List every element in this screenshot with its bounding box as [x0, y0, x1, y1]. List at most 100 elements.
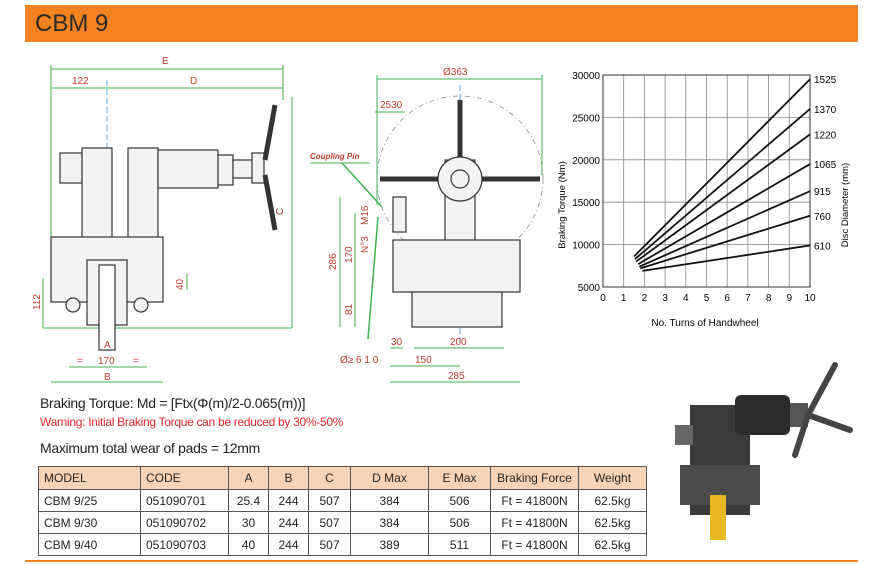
series-line-1525 [633, 78, 811, 258]
y-tick-label: 30000 [572, 71, 600, 82]
col-model: MODEL [38, 466, 141, 490]
dim-dia-363: Ø363 [443, 67, 468, 78]
table-cell: 506 [428, 511, 491, 534]
table-cell: 507 [308, 511, 351, 534]
x-tick-label: 1 [621, 293, 627, 304]
table-cell: 62.5kg [578, 511, 647, 534]
table-cell: CBM 9/30 [38, 511, 141, 534]
x-tick-label: 9 [787, 293, 793, 304]
dim-30: 30 [391, 337, 403, 348]
series-line-760 [639, 214, 811, 270]
table-cell: 051090702 [140, 511, 229, 534]
table-cell: 30 [228, 511, 269, 534]
col-dmax: D Max [350, 466, 429, 490]
x-tick-label: 8 [766, 293, 772, 304]
dim-eq-right: = [133, 356, 139, 367]
x-tick-label: 2 [642, 293, 648, 304]
dim-A: A [104, 340, 111, 351]
x-tick-label: 5 [704, 293, 710, 304]
table-cell: Ft = 41800N [490, 511, 579, 534]
series-line-1220 [635, 133, 811, 263]
dim-D: D [190, 76, 197, 87]
x-tick-label: 6 [724, 293, 730, 304]
col-code: CODE [140, 466, 229, 490]
table-cell: CBM 9/40 [38, 533, 141, 556]
braking-torque-formula: Braking Torque: Md = [Ftx(Φ(m)/2-0.065(m… [40, 395, 306, 411]
col-a: A [228, 466, 269, 490]
table-cell: 511 [428, 533, 491, 556]
y-tick-label: 10000 [572, 241, 600, 252]
col-emax: E Max [428, 466, 491, 490]
table-cell: Ft = 41800N [490, 489, 579, 512]
y-tick-label: 20000 [572, 156, 600, 167]
footer-rule [25, 560, 858, 562]
x-tick-label: 4 [683, 293, 689, 304]
table-cell: 40 [228, 533, 269, 556]
x-tick-label: 3 [662, 293, 668, 304]
x-axis-label: No. Turns of Handwheel [651, 318, 758, 329]
series-label: 1220 [814, 130, 837, 141]
series-line-915 [638, 190, 811, 268]
chart-grid [602, 74, 811, 288]
series-label: 760 [814, 212, 831, 223]
table-cell: 62.5kg [578, 489, 647, 512]
title-bar: CBM 9 [25, 5, 858, 42]
dim-B: B [104, 372, 111, 383]
series-label: 1525 [814, 75, 837, 86]
pad-wear-note: Maximum total wear of pads = 12mm [40, 440, 261, 456]
col-c: C [308, 466, 351, 490]
table-cell: 507 [308, 489, 351, 512]
dim-285: 285 [448, 371, 465, 382]
table-cell: 62.5kg [578, 533, 647, 556]
dim-200: 200 [450, 337, 467, 348]
table-cell: 051090701 [140, 489, 229, 512]
coupling-pin-label: Coupling Pin [310, 152, 359, 161]
plot-frame [602, 74, 811, 288]
table-header-row: MODEL CODE A B C D Max E Max Braking For… [38, 466, 647, 490]
series-line-610 [642, 244, 811, 272]
disc-min-diameter: Ø≥ 6 1 0 [340, 355, 379, 366]
dim-286: 286 [328, 253, 339, 270]
table-cell: 244 [268, 511, 309, 534]
dim-C: C [275, 208, 286, 215]
dim-E: E [162, 56, 169, 67]
dim-112: 112 [32, 294, 43, 310]
table-cell: 244 [268, 489, 309, 512]
table-cell: 384 [350, 511, 429, 534]
label-n3: N°3 [360, 236, 371, 253]
y2-axis-label: Disc Diameter (mm) [840, 163, 851, 247]
y-tick-label: 15000 [572, 198, 600, 209]
page-title: CBM 9 [35, 10, 109, 37]
series-label: 1065 [814, 160, 837, 171]
series-label: 1370 [814, 105, 837, 116]
x-tick-label: 10 [804, 293, 816, 304]
dim-eq-left: = [77, 356, 83, 367]
table-cell: 506 [428, 489, 491, 512]
x-tick-label: 7 [745, 293, 751, 304]
specs-table: MODEL CODE A B C D Max E Max Braking For… [38, 466, 647, 556]
table-cell: 389 [350, 533, 429, 556]
dim-170: 170 [98, 356, 115, 367]
dim-170-front: 170 [344, 246, 355, 263]
table-cell: 244 [268, 533, 309, 556]
col-braking-force: Braking Force [490, 466, 579, 490]
table-cell: Ft = 41800N [490, 533, 579, 556]
table-cell: 507 [308, 533, 351, 556]
table-cell: CBM 9/25 [38, 489, 141, 512]
y-tick-label: 25000 [572, 113, 600, 124]
dim-81: 81 [344, 303, 355, 315]
warning-text: Warning: Initial Braking Torque can be r… [40, 415, 344, 429]
dim-122: 122 [72, 76, 89, 87]
col-b: B [268, 466, 309, 490]
series-line-1370 [634, 108, 811, 260]
table-cell: 384 [350, 489, 429, 512]
dim-40: 40 [175, 278, 186, 290]
y-tick-label: 5000 [578, 283, 601, 294]
table-cell: 25.4 [228, 489, 269, 512]
series-line-1065 [637, 163, 811, 265]
